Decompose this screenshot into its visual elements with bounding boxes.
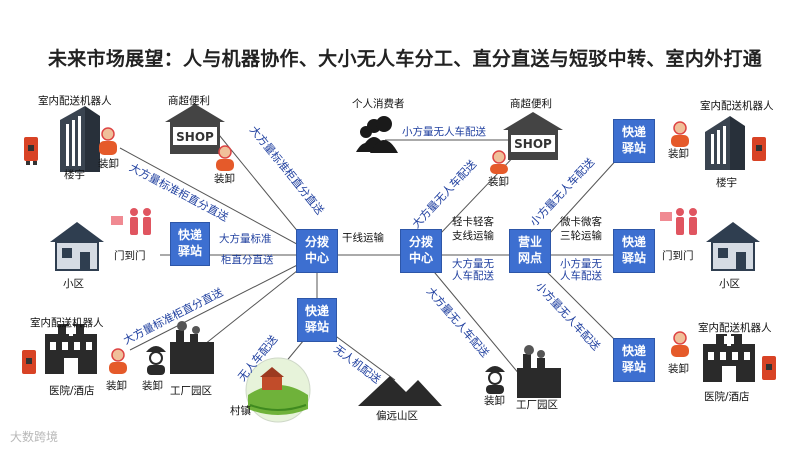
worker-icon — [146, 346, 166, 375]
handoff-icon — [660, 208, 697, 235]
node-distribution-center: 分拨中心 — [400, 229, 442, 273]
label-factory: 工厂园区 — [170, 385, 212, 397]
label-building: 楼宇 — [716, 177, 737, 189]
worker-icon — [485, 366, 505, 394]
robot-icon — [752, 137, 766, 161]
watermark: 大数跨境 — [10, 430, 59, 444]
consumers-icon — [356, 116, 398, 153]
label-community: 小区 — [719, 278, 740, 290]
label-hospital: 医院/酒店 — [704, 391, 750, 403]
node-express-station: 快递驿站 — [613, 119, 655, 163]
node-express-station: 快递驿站 — [613, 229, 655, 273]
handoff-icon — [111, 208, 151, 235]
house-icon — [50, 222, 104, 271]
label-unload: 装卸 — [142, 380, 163, 392]
hospital-icon — [703, 334, 755, 382]
courier-person-icon — [490, 150, 508, 174]
label-hospital: 医院/酒店 — [49, 385, 95, 397]
label-unload: 装卸 — [106, 380, 127, 392]
house-icon — [706, 222, 760, 271]
label-indoor-robot: 室内配送机器人 — [700, 100, 774, 112]
edge-label: 小方量无人车配送 — [402, 126, 486, 138]
building-icon — [705, 116, 745, 170]
label-factory: 工厂园区 — [516, 399, 558, 411]
label-mountain: 偏远山区 — [376, 410, 418, 422]
label-unload: 装卸 — [214, 173, 235, 185]
label-door-to-door: 门到门 — [114, 250, 146, 262]
label-door-to-door: 门到门 — [662, 250, 694, 262]
courier-person-icon — [216, 145, 234, 171]
label-unload: 装卸 — [484, 395, 505, 407]
label-unload: 装卸 — [488, 176, 509, 188]
label-community: 小区 — [63, 278, 84, 290]
label-indoor-robot: 室内配送机器人 — [38, 95, 112, 107]
courier-person-icon — [671, 331, 689, 357]
label-shop: 商超便利 — [168, 95, 210, 107]
shop-icon: SHOP — [503, 112, 563, 160]
page-title: 未来市场展望：人与机器协作、大小无人车分工、直分直送与短驳中转、室内外打通 — [47, 48, 763, 70]
courier-person-icon — [109, 348, 127, 374]
robot-icon — [762, 356, 776, 380]
label-micro-truck: 微卡微客 — [560, 216, 602, 228]
label-unload: 装卸 — [98, 158, 119, 170]
edge-label: 柜直分直送 — [221, 254, 274, 266]
label-trunk: 干线运输 — [342, 232, 384, 244]
edge-hospital-hub1 — [129, 254, 318, 351]
edge-label: 小方量无 — [560, 258, 602, 270]
factory-icon — [170, 321, 214, 374]
label-shop: 商超便利 — [510, 98, 552, 110]
edge-building-hub1 — [119, 147, 318, 256]
factory-icon — [517, 345, 561, 398]
node-express-station: 快递驿站 — [170, 222, 210, 266]
label-branch: 支线运输 — [452, 230, 494, 242]
label-tricycle: 三轮运输 — [560, 230, 602, 242]
robot-icon — [24, 137, 38, 165]
edge-label: 人车配送 — [560, 270, 602, 282]
label-unload: 装卸 — [668, 363, 689, 375]
node-express-station: 快递驿站 — [613, 338, 655, 382]
hospital-icon — [45, 324, 97, 374]
mountain-icon — [358, 376, 442, 406]
edge-label: 人车配送 — [452, 270, 494, 282]
svg-text:SHOP: SHOP — [514, 137, 552, 151]
building-icon — [60, 106, 100, 172]
node-distribution-center: 分拨中心 — [296, 229, 338, 273]
label-consumer: 个人消费者 — [352, 98, 405, 110]
courier-person-icon — [99, 127, 117, 155]
node-sales-outlet: 营业网点 — [509, 229, 551, 273]
edge-label: 大方量无 — [452, 258, 494, 270]
svg-text:SHOP: SHOP — [176, 130, 214, 144]
label-indoor-robot: 室内配送机器人 — [698, 322, 772, 334]
robot-icon — [22, 350, 36, 374]
label-light-truck: 轻卡轻客 — [452, 216, 494, 228]
node-express-station: 快递驿站 — [297, 298, 337, 342]
label-village: 村镇 — [230, 405, 251, 417]
label-indoor-robot: 室内配送机器人 — [30, 317, 104, 329]
village-icon — [245, 357, 311, 423]
edge-label: 大方量标准 — [219, 233, 272, 245]
shop-icon: SHOP — [165, 104, 225, 154]
edge-hub2-factory2 — [419, 254, 521, 376]
label-building: 楼宇 — [64, 169, 85, 181]
label-unload: 装卸 — [668, 148, 689, 160]
courier-person-icon — [671, 121, 689, 147]
